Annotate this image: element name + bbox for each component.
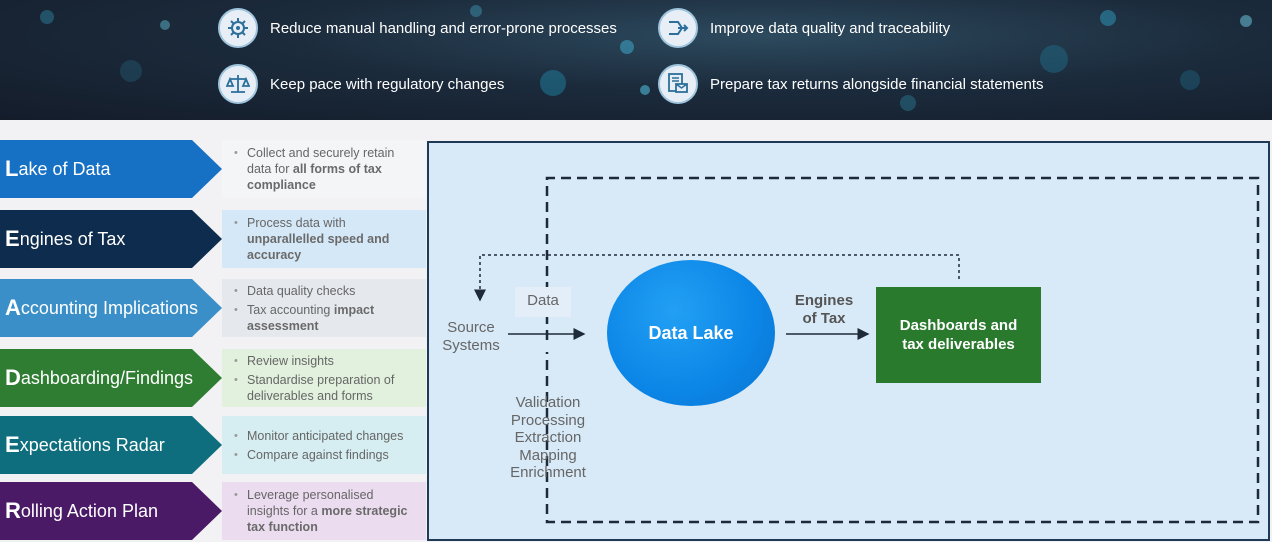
pillar-bullet: Tax accounting impact assessment xyxy=(232,302,418,334)
pillar-description: Leverage personalised insights for a mor… xyxy=(222,482,426,540)
document-mail-icon xyxy=(658,64,698,104)
dashboards-node: Dashboards and tax deliverables xyxy=(876,287,1041,383)
dashboards-label-line: Dashboards and xyxy=(899,317,1018,334)
pillar-initial: R xyxy=(5,498,21,523)
benefit-item: Improve data quality and traceability xyxy=(658,8,950,48)
pillar-title: xpectations Radar xyxy=(19,434,165,455)
gear-settings-icon xyxy=(218,8,258,48)
benefit-item: Keep pace with regulatory changes xyxy=(218,64,504,104)
pillar-initial: L xyxy=(5,156,19,181)
pillar-description: Review insightsStandardise preparation o… xyxy=(222,349,426,407)
bullet-text: Review insights xyxy=(247,353,334,368)
pillar-description: Monitor anticipated changesCompare again… xyxy=(222,416,426,474)
pillar-description: Data quality checksTax accounting impact… xyxy=(222,279,426,337)
bullet-text: Data quality checks xyxy=(247,283,356,298)
data-label: Data xyxy=(527,292,559,309)
source-label-line: Systems xyxy=(442,337,500,354)
data-lake-node: Data Lake xyxy=(607,260,775,406)
pillar-title: ngines of Tax xyxy=(19,228,126,249)
pillar-title: olling Action Plan xyxy=(20,500,158,521)
pillar-bullet: Compare against findings xyxy=(232,447,418,463)
bullet-text: Leverage personalised insights for a xyxy=(247,488,374,518)
source-systems-label: Source Systems xyxy=(438,319,504,355)
pillar-bullet: Collect and securely retain data for all… xyxy=(232,145,418,193)
source-label-line: Source xyxy=(447,319,495,336)
pillar-row: Engines of TaxProcess data with unparall… xyxy=(0,210,426,268)
pillar-bullet: Data quality checks xyxy=(232,283,418,299)
benefit-item: Reduce manual handling and error-prone p… xyxy=(218,8,617,48)
pillar-bullet: Process data with unparallelled speed an… xyxy=(232,215,418,263)
step-label: Validation xyxy=(515,394,581,411)
benefit-item: Prepare tax returns alongside financial … xyxy=(658,64,1044,104)
data-label-chip xyxy=(515,287,571,317)
bullet-text: Tax accounting xyxy=(247,302,334,317)
pillar-description: Process data with unparallelled speed an… xyxy=(222,210,426,268)
bullet-text: Compare against findings xyxy=(247,447,389,462)
process-steps: Validation Processing Extraction Mapping… xyxy=(505,394,591,482)
bullet-text: Standardise preparation of deliverables … xyxy=(247,372,395,403)
bullet-text: Monitor anticipated changes xyxy=(247,428,404,443)
step-label: Processing xyxy=(510,411,586,429)
engines-label-line: of Tax xyxy=(802,310,846,327)
benefits-banner: Reduce manual handling and error-prone p… xyxy=(0,0,1272,120)
pillar-initial: D xyxy=(5,365,21,390)
pillar-initial: A xyxy=(5,295,21,320)
pillar-bullet: Leverage personalised insights for a mor… xyxy=(232,487,418,535)
pillar-title: ccounting Implications xyxy=(20,297,198,318)
engines-of-tax-label: Engines of Tax xyxy=(786,292,862,328)
scales-icon xyxy=(218,64,258,104)
bullet-text: Collect and securely retain data for xyxy=(247,146,395,176)
bullet-bold-text: all forms of tax compliance xyxy=(247,162,382,192)
pillar-title: ashboarding/Findings xyxy=(20,367,194,388)
step-label: Enrichment xyxy=(510,464,586,481)
pillar-description: Collect and securely retain data for all… xyxy=(222,140,426,198)
bullet-text: Process data with xyxy=(247,216,346,230)
benefit-text: Keep pace with regulatory changes xyxy=(270,75,505,93)
bullet-bold-text: more strategic tax function xyxy=(247,504,408,534)
pillar-initial: E xyxy=(5,432,20,457)
benefit-text: Reduce manual handling and error-prone p… xyxy=(270,19,617,37)
bullet-bold-text: unparallelled speed and accuracy xyxy=(247,232,390,262)
pillar-bullet: Monitor anticipated changes xyxy=(232,428,418,444)
data-flow-icon xyxy=(658,8,698,48)
bullet-bold-text: impact assessment xyxy=(247,302,375,333)
pillar-initial: E xyxy=(5,226,20,251)
pillar-bullet: Standardise preparation of deliverables … xyxy=(232,372,418,404)
step-label: Mapping xyxy=(519,446,577,464)
dashboards-label-line: tax deliverables xyxy=(902,336,1015,353)
benefit-text: Improve data quality and traceability xyxy=(710,19,951,37)
pillar-title: ake of Data xyxy=(18,158,111,179)
engines-label-line: Engines xyxy=(794,292,854,309)
pillar-row: Lake of DataCollect and securely retain … xyxy=(0,140,426,198)
benefit-text: Prepare tax returns alongside financial … xyxy=(710,75,1044,93)
step-label: Extraction xyxy=(514,429,582,446)
pillar-bullet: Review insights xyxy=(232,353,418,369)
